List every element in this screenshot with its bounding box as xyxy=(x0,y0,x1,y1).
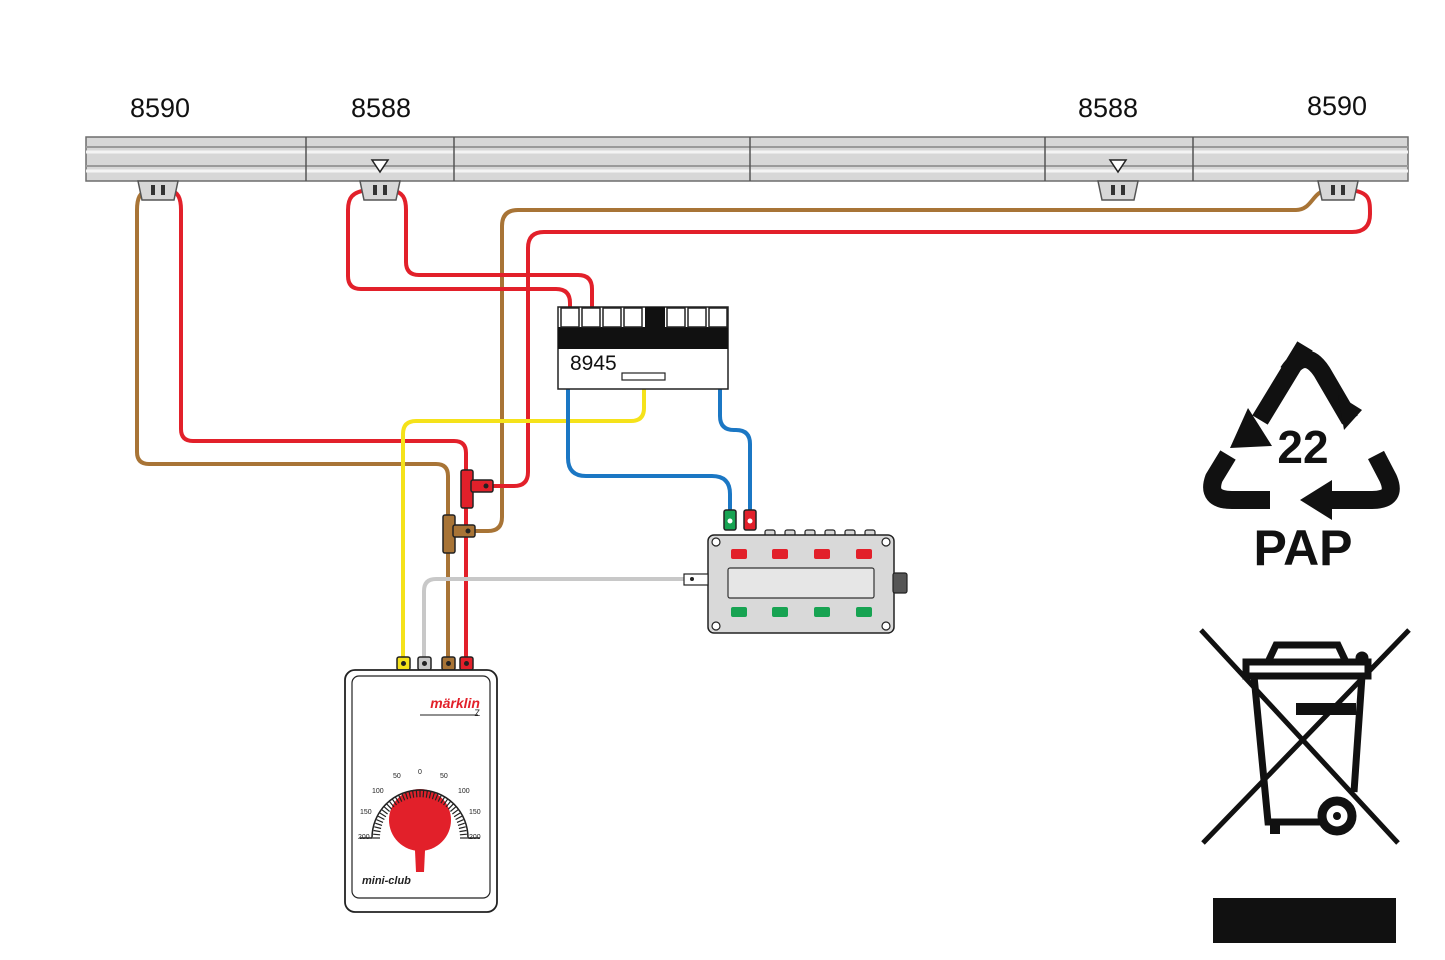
dial-tick xyxy=(394,796,400,804)
dial-tick xyxy=(381,809,388,815)
dial-tick xyxy=(386,803,393,810)
dial-tick xyxy=(379,812,387,818)
brown-plug-junction xyxy=(442,514,476,554)
dial-tick-label: 100 xyxy=(372,788,384,795)
dial-tick xyxy=(398,795,403,802)
gray-wire xyxy=(422,577,688,662)
dial-tick xyxy=(457,822,465,826)
track-label: 8590 xyxy=(1307,91,1367,121)
dial-tick xyxy=(431,792,436,800)
dial-pointer xyxy=(413,808,427,872)
recycle-arrows-icon xyxy=(1203,341,1400,509)
red-button[interactable] xyxy=(731,549,747,559)
red-button[interactable] xyxy=(856,549,872,559)
dial-tick-label: 200 xyxy=(358,834,370,841)
dial-tick xyxy=(373,833,381,836)
dial-tick xyxy=(425,790,428,798)
brown-wire xyxy=(135,188,450,662)
red-wire xyxy=(346,188,572,312)
module-label: 8945 xyxy=(570,352,617,375)
dial-tick xyxy=(391,798,397,806)
dial-tick xyxy=(437,795,442,802)
recycling-code: 22 xyxy=(1277,421,1328,473)
dial-tick xyxy=(408,791,412,799)
blue-wire xyxy=(566,388,732,514)
dial-tick xyxy=(415,790,418,798)
wires xyxy=(135,188,1372,662)
dial-tick xyxy=(447,803,454,810)
green-button[interactable] xyxy=(772,607,788,617)
dial-tick-label: 200 xyxy=(469,834,481,841)
transformer-controller xyxy=(344,656,498,913)
blue-wire xyxy=(718,388,752,514)
dial-tick xyxy=(375,822,383,826)
dial-tick-label: 50 xyxy=(440,773,448,780)
dial-tick-label: 150 xyxy=(360,809,372,816)
red-button[interactable] xyxy=(772,549,788,559)
dial-tick xyxy=(376,819,384,823)
control-panel xyxy=(683,509,908,634)
dial-tick xyxy=(377,815,385,821)
dial-tick xyxy=(404,792,409,800)
track xyxy=(85,136,1409,182)
dial-tick xyxy=(458,826,466,830)
dial-tick xyxy=(450,806,457,812)
red-plug-junction xyxy=(460,469,494,509)
dial-tick xyxy=(428,791,432,799)
red-button[interactable] xyxy=(814,549,830,559)
green-button[interactable] xyxy=(731,607,747,617)
dial-tick xyxy=(401,793,406,801)
yellow-wire xyxy=(401,388,646,662)
recycling-symbol xyxy=(1203,341,1400,520)
dial-tick xyxy=(389,801,395,808)
brown-wire xyxy=(454,188,1329,533)
dial-tick-label: 0 xyxy=(418,769,422,776)
black-bar xyxy=(1213,898,1396,943)
dial-tick xyxy=(434,793,439,801)
dial-tick-label: 150 xyxy=(469,809,481,816)
signal-module-8945 xyxy=(557,306,729,390)
red-wire xyxy=(472,188,1372,488)
dial-tick-label: 100 xyxy=(458,788,470,795)
green-button[interactable] xyxy=(856,607,872,617)
track-label: 8588 xyxy=(1078,93,1138,123)
track-connector xyxy=(137,180,179,201)
model-label: mini-club xyxy=(362,875,411,887)
dial-tick xyxy=(374,826,382,830)
arrow-down-icon xyxy=(1108,159,1128,174)
dial-tick xyxy=(440,796,446,804)
red-wire xyxy=(168,188,468,662)
dial-tick xyxy=(459,829,467,833)
track-connector xyxy=(1317,180,1359,201)
dial-tick xyxy=(453,812,461,818)
dial-scale-labels: 200 150 100 50 0 50 100 150 200 xyxy=(358,769,481,841)
dial-tick xyxy=(383,806,390,812)
dial-tick-label: 50 xyxy=(393,773,401,780)
track-label: 8588 xyxy=(351,93,411,123)
red-wire xyxy=(389,188,594,312)
recycling-material: PAP xyxy=(1253,520,1352,576)
track-connector xyxy=(359,180,401,201)
dial-tick xyxy=(455,815,463,821)
brand-logo: märklin xyxy=(430,695,480,711)
dial-tick xyxy=(443,798,449,806)
dial-tick xyxy=(452,809,459,815)
dial-tick xyxy=(422,790,425,798)
arrow-down-icon xyxy=(370,159,390,174)
dial-tick xyxy=(412,790,415,798)
crossed-bin-icon xyxy=(1199,628,1411,845)
dial-tick xyxy=(459,833,467,836)
dial-tick xyxy=(445,801,451,808)
track-connector xyxy=(1097,180,1139,201)
dial-tick xyxy=(373,829,381,833)
scale-label: Z xyxy=(475,708,481,718)
dial-tick xyxy=(456,819,464,823)
green-button[interactable] xyxy=(814,607,830,617)
track-label: 8590 xyxy=(130,93,190,123)
